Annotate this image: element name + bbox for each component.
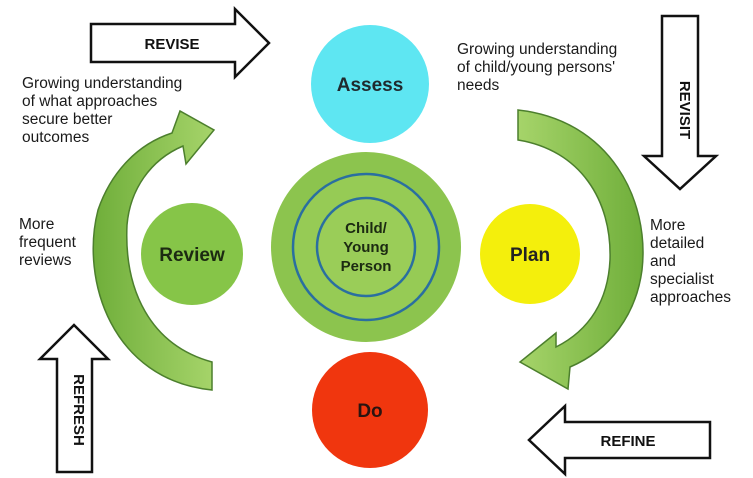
plan-label: Plan	[510, 245, 550, 266]
review-circle	[141, 203, 243, 305]
revise-arrow	[89, 5, 271, 81]
center-ring-inner	[315, 196, 417, 298]
center-label-line2: Young	[343, 239, 389, 256]
refine-label: REFINE	[600, 433, 655, 450]
review-label: Review	[159, 245, 225, 266]
refine-arrow	[527, 403, 712, 477]
note-left: More frequent reviews	[19, 216, 76, 269]
revisit-label: REVISIT	[676, 81, 693, 139]
note-top-right: Growing understanding of child/young per…	[457, 41, 618, 94]
refresh-arrow	[36, 323, 112, 474]
center-label-line3: Person	[341, 258, 392, 275]
do-circle	[312, 352, 428, 468]
refresh-label: REFRESH	[70, 374, 87, 446]
curved-arrow-right	[517, 109, 644, 391]
assess-circle	[311, 25, 429, 143]
revisit-arrow	[640, 14, 720, 191]
do-label: Do	[357, 401, 382, 422]
curved-arrow-left	[92, 109, 216, 391]
note-top-left: Growing understanding of what approaches…	[22, 75, 183, 146]
plan-circle	[480, 204, 580, 304]
note-right: More detailed and specialist approaches	[650, 217, 732, 306]
revise-label: REVISE	[144, 36, 199, 53]
assess-label: Assess	[337, 75, 404, 96]
center-label-line1: Child/	[345, 220, 387, 237]
